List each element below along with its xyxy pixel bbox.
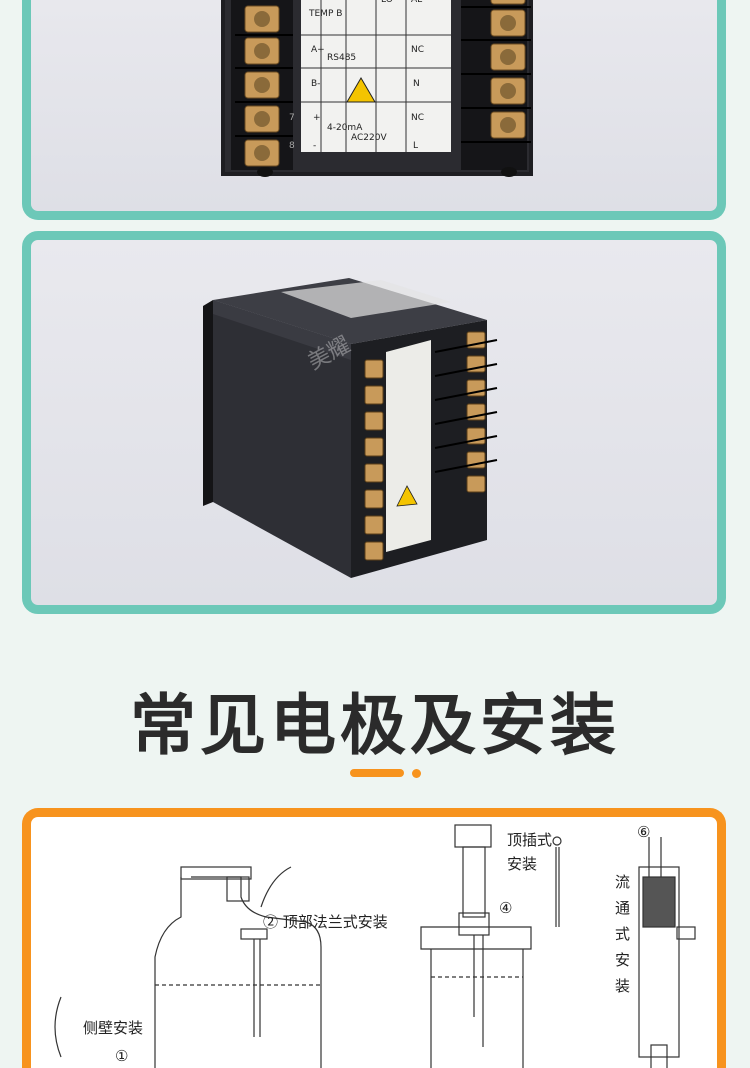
label-plus: + <box>313 113 321 123</box>
label-flow-1: 流 <box>615 873 630 891</box>
top-label <box>281 280 451 318</box>
label-lo: LO <box>381 0 393 5</box>
warning-icon-2 <box>396 485 418 507</box>
label-al: AL <box>411 0 422 5</box>
label-top-insert-1: 顶插式 <box>507 831 552 849</box>
label-flow-3: 式 <box>615 925 630 943</box>
device-photo-frame: 美耀 <box>22 231 726 614</box>
label-ma: 4-20mA <box>327 123 363 133</box>
section-title: 常见电极及安装 <box>130 687 620 764</box>
terminal-photo-frame: TEMP B A+ B- + - RS485 4-20mA AC220V LO … <box>22 0 726 220</box>
label-num6: ⑥ <box>637 823 650 841</box>
right-terminal-strip <box>434 331 498 493</box>
label-num7: 7 <box>289 113 295 123</box>
label-flow-2: 通 <box>615 899 630 917</box>
right-terminals <box>461 0 531 170</box>
installation-diagram-frame: ② 顶部法兰式安装 侧壁安装 ① 顶插式 安装 ④ ⑥ 流 通 式 安 装 <box>22 808 726 1068</box>
warning-icon <box>346 77 376 103</box>
device-iso-photo: 美耀 <box>203 278 498 578</box>
label-nc2: NC <box>411 113 424 123</box>
label-a-plus: A+ <box>311 45 325 55</box>
label-b-minus: B- <box>311 79 320 89</box>
label-num8: 8 <box>289 141 295 151</box>
terminal-rear-photo: TEMP B A+ B- + - RS485 4-20mA AC220V LO … <box>221 0 533 177</box>
tank-left-outline <box>191 876 322 1068</box>
label-rs485: RS485 <box>327 53 356 63</box>
label-l: L <box>413 141 418 151</box>
installation-diagram: ② 顶部法兰式安装 侧壁安装 ① 顶插式 安装 ④ ⑥ 流 通 式 安 装 <box>54 823 696 1068</box>
label-nc1: NC <box>411 45 424 55</box>
label-minus: - <box>313 141 316 151</box>
left-terminal-strip <box>364 359 384 561</box>
label-n: N <box>413 79 420 89</box>
label-temp: TEMP B <box>308 9 342 19</box>
label-num4: ④ <box>499 899 512 917</box>
rear-label-plate <box>386 340 431 552</box>
label-top-insert-2: 安装 <box>507 855 537 873</box>
label-ac220v: AC220V <box>351 133 387 143</box>
label-flow-4: 安 <box>615 951 630 969</box>
label-side-num: ① <box>115 1047 128 1065</box>
title-underline-dot <box>412 769 421 778</box>
label-side-wall: 侧壁安装 <box>83 1019 143 1037</box>
label-top-flange: ② 顶部法兰式安装 <box>263 913 388 931</box>
left-terminals <box>231 0 293 170</box>
label-flow-5: 装 <box>615 977 630 995</box>
title-underline <box>350 769 404 777</box>
